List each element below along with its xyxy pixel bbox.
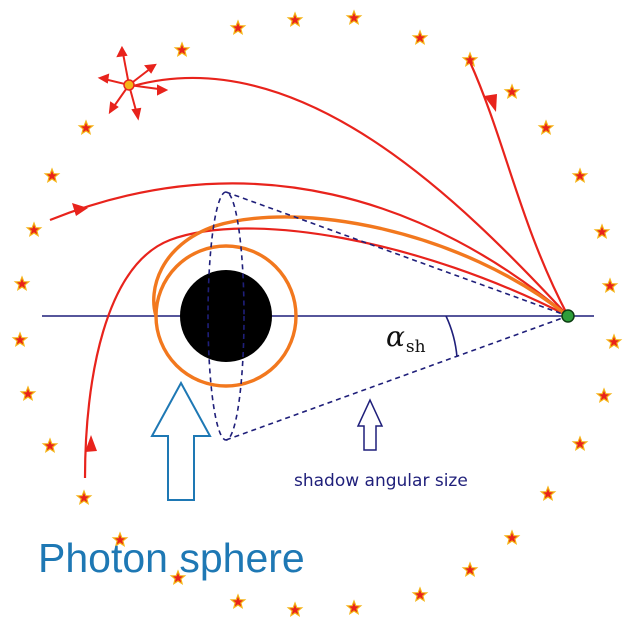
star-icon — [231, 21, 244, 34]
star-icon — [595, 225, 608, 238]
star-field — [13, 11, 620, 616]
star-icon — [21, 387, 34, 400]
star-icon — [43, 439, 56, 452]
observer-dot-icon — [562, 310, 574, 322]
shadow-size-arrow-icon — [358, 400, 382, 450]
star-icon — [597, 389, 610, 402]
star-icon — [505, 85, 518, 98]
star-icon — [413, 588, 426, 601]
photon-sphere-caption: Photon sphere — [38, 535, 305, 581]
light-ray-lower-left — [85, 229, 568, 478]
shadow-angular-size-caption: shadow angular size — [294, 471, 468, 491]
star-icon — [505, 531, 518, 544]
photon-sphere-arrow-icon — [152, 383, 210, 500]
star-icon — [573, 169, 586, 182]
star-icon — [607, 335, 620, 348]
light-ray-upper-left — [50, 183, 568, 316]
star-icon — [413, 31, 426, 44]
star-icon — [288, 13, 301, 26]
light-rays — [50, 62, 568, 478]
star-icon — [175, 43, 188, 56]
star-icon — [347, 601, 360, 614]
star-icon — [79, 121, 92, 134]
alpha-label: αsh — [386, 320, 426, 357]
star-icon — [539, 121, 552, 134]
black-hole — [180, 270, 272, 362]
star-icon — [13, 333, 26, 346]
star-icon — [288, 603, 301, 616]
ray-arrowhead-left — [72, 203, 88, 216]
star-icon — [347, 11, 360, 24]
star-icon — [15, 277, 28, 290]
star-icon — [541, 487, 554, 500]
star-icon — [27, 223, 40, 236]
star-icon — [231, 595, 244, 608]
star-icon — [573, 437, 586, 450]
star-icon — [463, 563, 476, 576]
star-icon — [603, 279, 616, 292]
angle-arc — [446, 316, 457, 357]
star-icon — [77, 491, 90, 504]
shadow-cone-upper-edge — [226, 192, 568, 316]
light-source-icon — [100, 48, 166, 118]
star-icon — [45, 169, 58, 182]
ray-arrows — [72, 94, 497, 452]
